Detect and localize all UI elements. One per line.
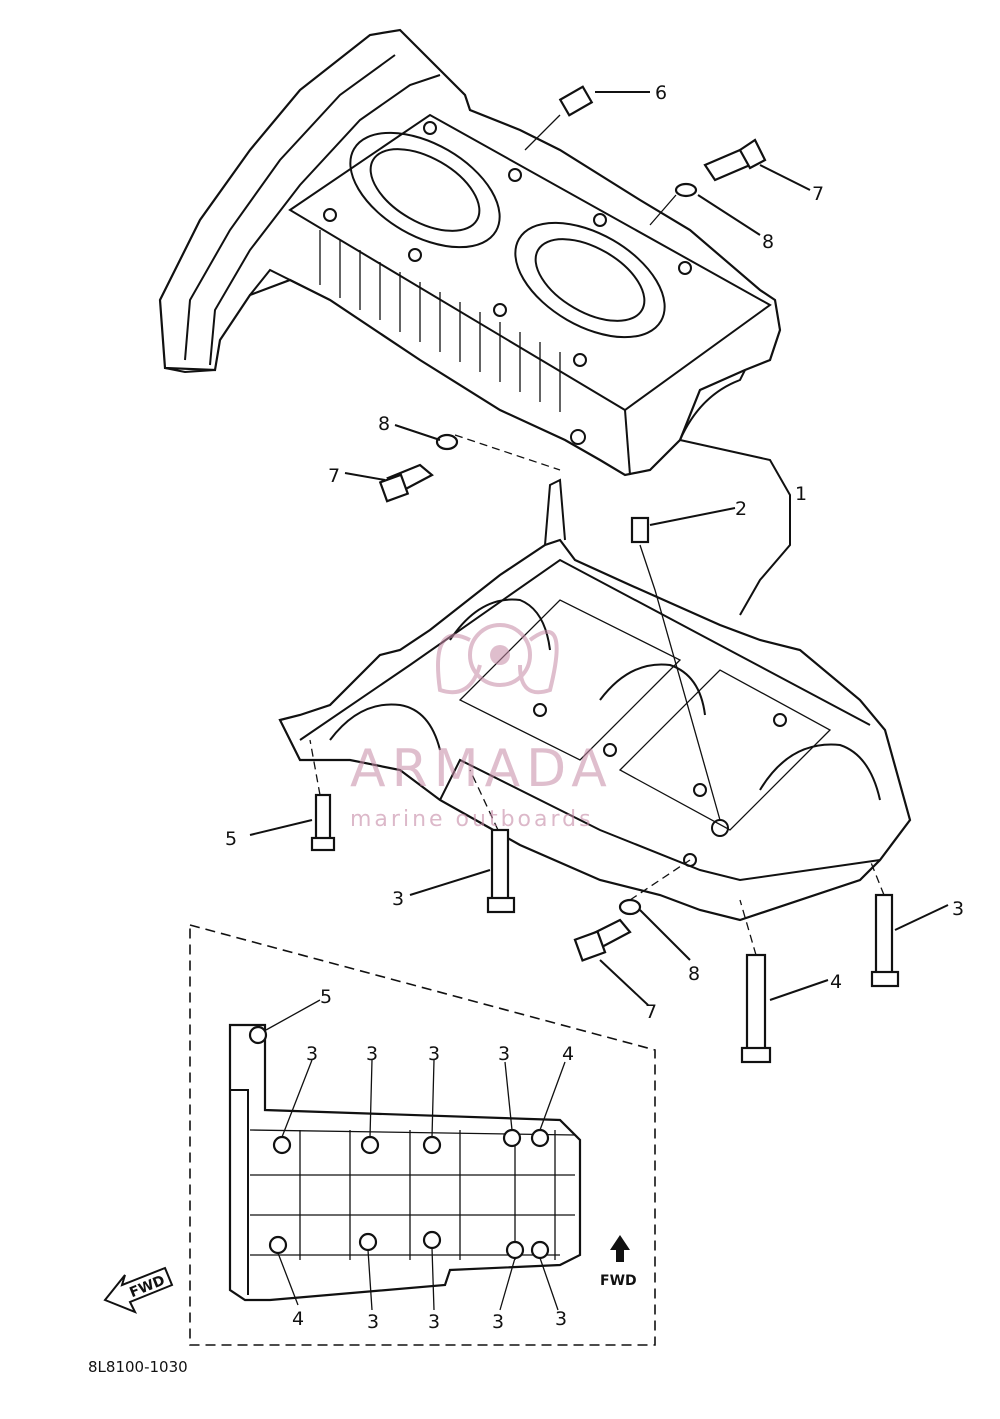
callout-5: 5	[225, 828, 237, 850]
callout-8-left: 8	[378, 413, 390, 435]
bolt-part-5	[249, 739, 336, 852]
inset-bottom-view	[189, 923, 656, 1346]
lower-crankcase	[278, 478, 912, 922]
inset-label-bottom-3c: 3	[492, 1311, 504, 1333]
washer-bolt-lower	[573, 859, 691, 1006]
upper-crankcase	[158, 28, 782, 477]
inset-label-top-3d: 3	[498, 1043, 510, 1065]
callout-3-right: 3	[952, 898, 964, 920]
inset-label-bottom-3a: 3	[367, 1311, 379, 1333]
watermark-logo	[436, 623, 559, 695]
inset-label-top-4: 4	[562, 1043, 574, 1065]
callout-8-top: 8	[762, 231, 774, 253]
watermark-title: ARMADA	[350, 739, 613, 799]
callout-7-top: 7	[812, 183, 824, 205]
callout-1: 1	[795, 483, 807, 505]
callout-6: 6	[655, 82, 667, 104]
watermark: ARMADA marine outboards	[350, 623, 613, 832]
callout-3-left: 3	[392, 888, 404, 910]
inset-label-bottom-3b: 3	[428, 1311, 440, 1333]
callout-2: 2	[735, 498, 747, 520]
callout-7-lower: 7	[645, 1001, 657, 1023]
fwd-label-inset: FWD	[600, 1273, 637, 1289]
bolt-part-3-right	[869, 859, 949, 988]
dowel-part-2	[630, 439, 791, 821]
washer-bolt-left	[344, 424, 561, 503]
inset-label-bottom-3d: 3	[555, 1308, 567, 1330]
diagram-code: 8L8100-1030	[88, 1358, 188, 1376]
callout-7-left: 7	[328, 465, 340, 487]
fwd-left-arrow-icon: FWD	[103, 1266, 174, 1314]
callout-8-lower: 8	[688, 963, 700, 985]
fwd-label-left: FWD	[127, 1273, 167, 1302]
inset-label-bottom-4: 4	[292, 1308, 304, 1330]
bolt-part-7-top	[703, 138, 811, 191]
bolt-part-3-left	[409, 769, 516, 914]
bolt-part-4	[739, 899, 829, 1064]
inset-label-top-3c: 3	[428, 1043, 440, 1065]
washer-part-8-top	[649, 182, 761, 236]
inset-label-top-3b: 3	[366, 1043, 378, 1065]
plug-part-6	[524, 85, 650, 151]
inset-label-top-3a: 3	[306, 1043, 318, 1065]
watermark-subtitle: marine outboards	[350, 807, 594, 832]
callout-4: 4	[830, 971, 842, 993]
fwd-up-arrow-icon	[610, 1235, 630, 1262]
inset-label-top-5: 5	[320, 986, 332, 1008]
